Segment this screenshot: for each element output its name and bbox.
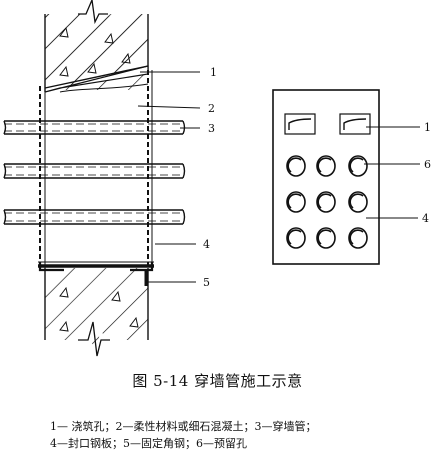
lower-wall <box>44 268 149 357</box>
callout-1-left: 1 <box>210 66 217 79</box>
aggregate-marks-upper <box>59 26 131 77</box>
pipe-3 <box>3 209 186 225</box>
reserved-hole <box>286 191 306 213</box>
reserved-holes <box>286 155 368 249</box>
callout-2-left: 2 <box>208 102 215 115</box>
callout-3-left: 3 <box>208 122 215 135</box>
legend-line-2: 4—封口钢板；5—固定角钢；6—预留孔 <box>50 437 247 450</box>
reserved-hole <box>348 155 368 177</box>
figure-caption: 图 5-14 穿墙管施工示意 <box>132 372 303 390</box>
pipe-2 <box>3 163 186 179</box>
pouring-hole-left <box>284 113 316 135</box>
reserved-hole <box>286 227 306 249</box>
reserved-hole <box>316 155 336 177</box>
pouring-hole-right <box>339 113 371 135</box>
section-view: 1 2 3 4 5 <box>3 0 217 357</box>
wall-pipe-diagram: 1 2 3 4 5 <box>3 0 431 357</box>
upper-wall <box>44 0 149 93</box>
reserved-hole <box>348 191 368 213</box>
reserved-hole <box>316 191 336 213</box>
infill-region <box>39 70 153 268</box>
callout-5-left: 5 <box>203 276 210 289</box>
callout-4-left: 4 <box>203 238 210 251</box>
reserved-hole <box>286 155 306 177</box>
aggregate-marks-lower <box>59 286 139 332</box>
callout-1-right: 1 <box>424 121 431 134</box>
callout-6-right: 6 <box>424 158 431 171</box>
leader-lines-right <box>364 126 420 219</box>
wall-pipes <box>3 120 186 225</box>
pipe-1 <box>3 120 186 135</box>
reserved-hole <box>348 227 368 249</box>
callout-4-right: 4 <box>422 212 429 225</box>
reserved-hole <box>316 227 336 249</box>
legend-line-1: 1— 浇筑孔；2—柔性材料或细石混凝土；3—穿墙管； <box>50 420 317 433</box>
leader-lines-left <box>137 71 201 283</box>
elevation-view: 1 6 4 <box>272 89 431 265</box>
